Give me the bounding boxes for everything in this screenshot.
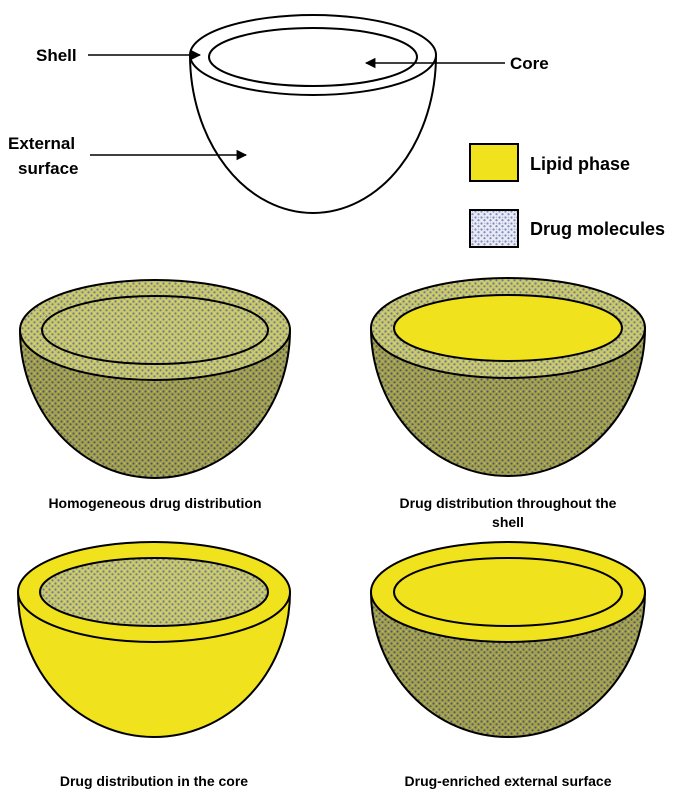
panel-homogeneous-caption: Homogeneous drug distribution — [48, 495, 261, 511]
external-surface-label-line2: surface — [18, 159, 78, 178]
schematic-particle — [190, 15, 436, 213]
panel-homogeneous-core — [42, 296, 268, 364]
lipid-phase-swatch — [470, 144, 518, 181]
core-label: Core — [510, 54, 549, 73]
panel-shell-distribution — [371, 278, 645, 476]
panel-shell-distribution-core — [394, 295, 622, 361]
panel-external-surface-core — [394, 558, 622, 626]
lipid-phase-legend-label: Lipid phase — [530, 154, 630, 174]
panel-external-surface — [371, 542, 645, 737]
panel-core-distribution-core — [40, 558, 268, 626]
panel-shell-distribution-caption-line1: Drug distribution throughout the — [400, 495, 617, 511]
panel-core-distribution — [18, 542, 290, 737]
panel-shell-distribution-caption-line2: shell — [492, 514, 524, 530]
shell-label: Shell — [36, 46, 77, 65]
drug-molecules-swatch — [470, 210, 518, 247]
schematic-core-rim — [209, 28, 417, 86]
panel-external-surface-caption: Drug-enriched external surface — [405, 773, 612, 789]
panel-core-distribution-caption: Drug distribution in the core — [60, 773, 248, 789]
panel-homogeneous — [20, 280, 290, 478]
drug-molecules-legend-label: Drug molecules — [530, 219, 665, 239]
external-surface-label-line1: External — [8, 134, 75, 153]
legend: Lipid phase Drug molecules — [470, 144, 665, 247]
